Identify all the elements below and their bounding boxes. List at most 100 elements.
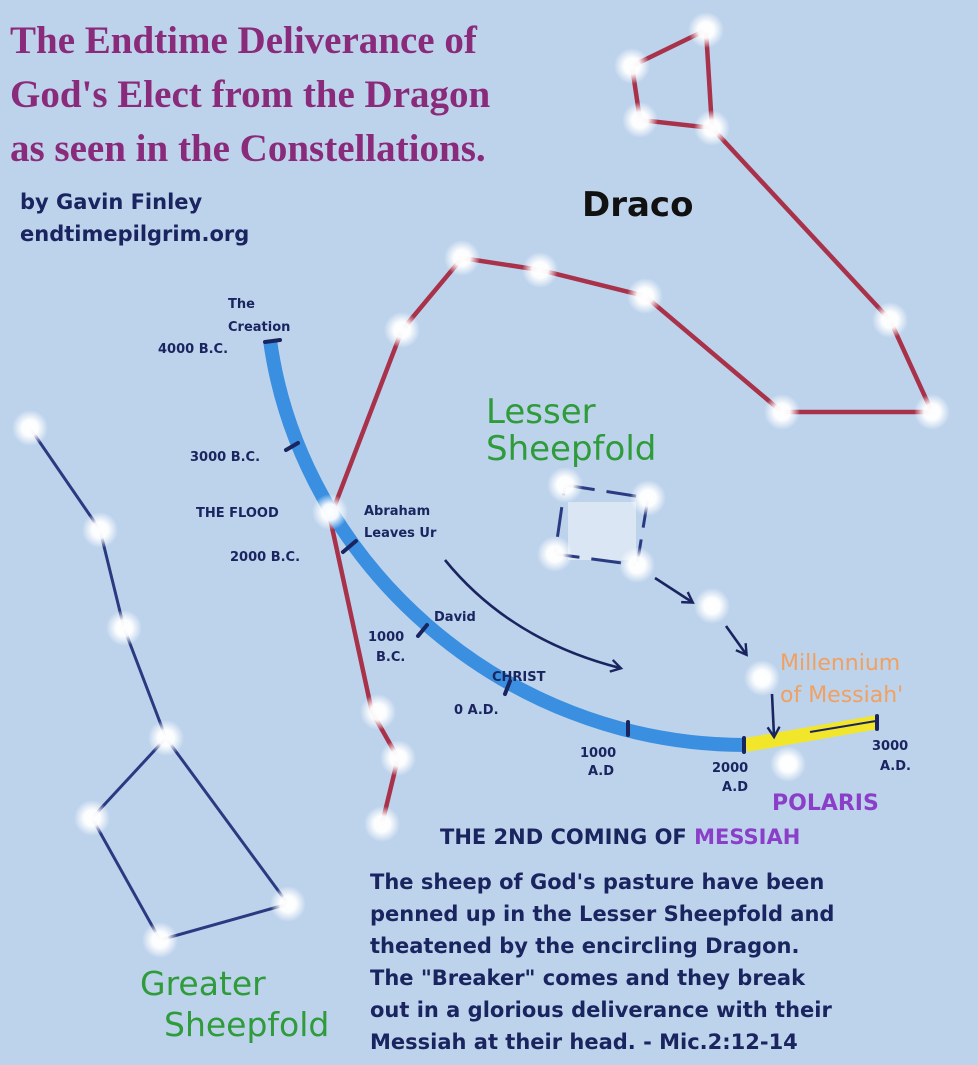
title-line-2: God's Elect from the Dragon [10, 73, 491, 116]
footer-line-3: theatened by the encircling Dragon. [370, 934, 800, 958]
lesser-sheepfold-arrow-2 [724, 625, 746, 654]
title-line-3: as seen in the Constellations. [10, 127, 486, 170]
label-0ad: 0 A.D. [454, 703, 499, 718]
star [688, 12, 724, 48]
footer-description: The sheep of God's pasture have been pen… [370, 866, 834, 1058]
star [622, 102, 658, 138]
timeline-ticks [263, 338, 879, 754]
lesser-sheepfold-label: Lesser Sheepfold [486, 392, 656, 469]
creation-label: The Creation [228, 297, 290, 335]
byline: by Gavin Finley endtimepilgrim.org [20, 186, 249, 250]
greater-sheepfold-label: Greater Sheepfold [140, 964, 329, 1044]
star [312, 494, 348, 530]
star [380, 740, 416, 776]
star [764, 394, 800, 430]
star [444, 240, 480, 276]
label-2000bc: 2000 B.C. [230, 550, 300, 565]
label-1000ad-line-2: A.D [588, 764, 614, 779]
star [744, 660, 780, 696]
star [106, 610, 142, 646]
star [694, 588, 730, 624]
star [872, 302, 908, 338]
abraham-line-2: Leaves Ur [364, 526, 437, 541]
abraham-line-1: Abraham [364, 504, 430, 519]
footer-line-6: Messiah at their head. - Mic.2:12-14 [370, 1030, 798, 1054]
star [537, 536, 573, 572]
label-2000ad-line-2: A.D [722, 780, 748, 795]
footer-heading-accent: MESSIAH [694, 825, 801, 849]
star [614, 48, 650, 84]
millennium-underline [809, 720, 877, 733]
millennium-label: Millennium of Messiah' [780, 651, 907, 708]
star [694, 110, 730, 146]
tick-2000bc [341, 539, 358, 554]
millennium-line-1: Millennium [780, 651, 900, 676]
star [384, 312, 420, 348]
timeline-labels: The Creation 4000 B.C. 3000 B.C. THE FLO… [158, 297, 913, 795]
footer-line-2: penned up in the Lesser Sheepfold and [370, 902, 835, 926]
footer-heading: THE 2ND COMING OF MESSIAH [440, 825, 800, 849]
creation-line-2: Creation [228, 320, 290, 335]
greater-sheepfold-handle [28, 426, 168, 740]
tick-1000bc [416, 623, 429, 638]
star [522, 252, 558, 288]
star [142, 922, 178, 958]
label-1000ad-line-1: 1000 [580, 746, 616, 761]
star [270, 886, 306, 922]
abraham-label: Abraham Leaves Ur [364, 504, 437, 541]
tick-creation [263, 338, 282, 344]
label-3000ad-line-2: A.D. [880, 759, 911, 774]
christ-label: CHRIST [492, 670, 546, 685]
stars [12, 12, 950, 958]
star [360, 694, 396, 730]
tick-0ad [503, 679, 512, 696]
flood-label: THE FLOOD [196, 506, 279, 521]
label-3000ad: 3000 A.D. [872, 739, 913, 774]
footer-heading-prefix: THE 2ND COMING OF [440, 825, 695, 849]
star [914, 394, 950, 430]
star [148, 720, 184, 756]
title-line-1: The Endtime Deliverance of [10, 19, 477, 62]
star [619, 547, 655, 583]
label-4000bc: 4000 B.C. [158, 342, 228, 357]
star [630, 480, 666, 516]
draco-body-lines [327, 125, 936, 827]
label-3000bc: 3000 B.C. [190, 450, 260, 465]
author-name: by Gavin Finley [20, 190, 203, 214]
polaris-label: POLARIS [772, 791, 879, 816]
label-1000ad: 1000 A.D [580, 746, 621, 779]
lesser-sheepfold-line-1: Lesser [486, 392, 596, 432]
lesser-sheepfold-line-2: Sheepfold [486, 429, 656, 469]
polaris-arrow [772, 693, 774, 736]
lesser-sheepfold-arrow-1 [654, 576, 692, 602]
footer-line-5: out in a glorious deliverance with their [370, 998, 832, 1022]
label-1000bc-line-2: B.C. [376, 650, 405, 665]
star [74, 800, 110, 836]
star [12, 410, 48, 446]
star [547, 467, 583, 503]
star [627, 278, 663, 314]
label-1000bc: 1000 B.C. [368, 630, 409, 665]
millennium-arc [744, 715, 880, 752]
footer-line-4: The "Breaker" comes and they break [370, 966, 806, 990]
label-1000bc-line-1: 1000 [368, 630, 404, 645]
star [364, 806, 400, 842]
footer-line-1: The sheep of God's pasture have been [370, 870, 825, 894]
label-3000ad-line-1: 3000 [872, 739, 908, 754]
david-label: David [434, 610, 476, 625]
millennium-line-2: of Messiah' [780, 683, 903, 708]
greater-sheepfold-line-1: Greater [140, 964, 266, 1003]
tick-3000bc [284, 441, 300, 452]
greater-sheepfold-lines [28, 426, 291, 942]
label-2000ad: 2000 A.D [712, 761, 753, 795]
lesser-sheepfold-nebula [568, 502, 636, 560]
deliverance-arrow [443, 559, 620, 668]
creation-line-1: The [228, 297, 255, 312]
draco-label: Draco [582, 185, 693, 225]
star [82, 512, 118, 548]
website-url: endtimepilgrim.org [20, 222, 250, 246]
page-title: The Endtime Deliverance of God's Elect f… [10, 14, 490, 176]
label-2000ad-line-1: 2000 [712, 761, 748, 776]
greater-sheepfold-bowl [90, 735, 291, 942]
